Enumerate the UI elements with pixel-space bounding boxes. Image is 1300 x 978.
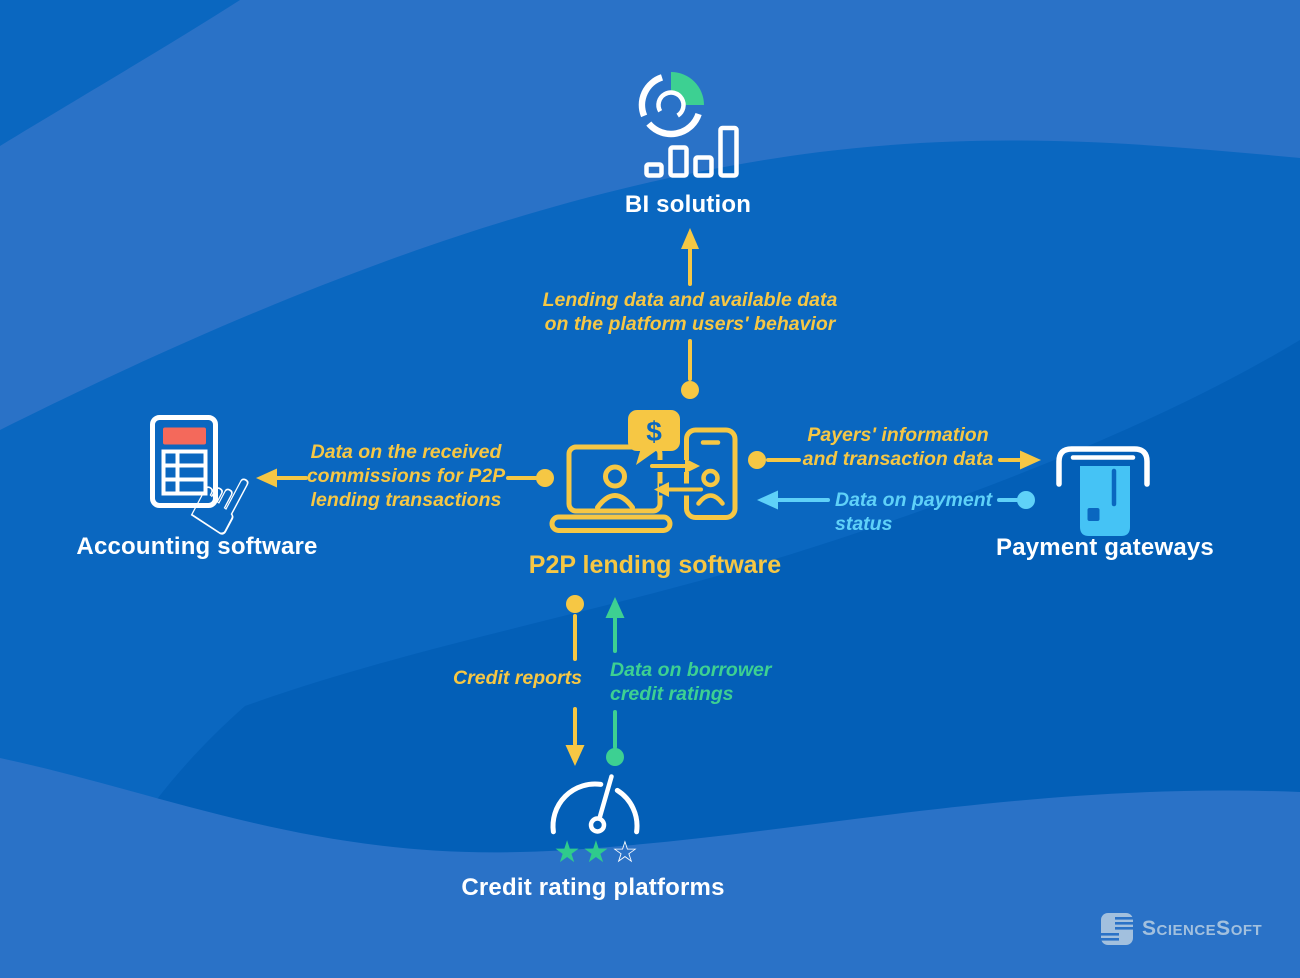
bi-solution-label: BI solution <box>624 191 752 218</box>
edge-label-borrower-ratings: Data on borrower credit ratings <box>610 659 772 706</box>
calculator-screen <box>163 427 206 445</box>
payment-terminal-icon <box>1056 446 1150 536</box>
gauge-needle <box>597 774 614 819</box>
phone-user-icon <box>701 468 720 488</box>
rating-stars-icon: ★★☆ <box>547 838 647 868</box>
edge-label-lending-data: Lending data and available data on the p… <box>542 289 838 336</box>
bank-card-icon <box>1080 466 1130 536</box>
arrow-payment-to-p2p <box>757 490 1035 510</box>
gauge-pivot <box>588 816 607 834</box>
arrow-credit-to-p2p <box>605 597 625 766</box>
exchange-arrows-icon <box>650 458 703 497</box>
edge-label-credit-reports: Credit reports <box>453 667 582 689</box>
laptop-user-shoulders <box>595 493 635 510</box>
background-wave-top <box>0 0 1300 430</box>
background-wave-bottom <box>0 758 1300 978</box>
arrow-p2p-to-credit <box>565 595 585 766</box>
accounting-software-label: Accounting software <box>76 533 318 560</box>
star-filled-icon: ★ <box>582 835 612 870</box>
arrow-p2p-to-accounting <box>256 468 554 488</box>
edge-label-payers-information: Payers' information and transaction data <box>802 424 994 471</box>
p2p-lending-software-label: P2P lending software <box>528 551 782 579</box>
edge-label-commissions: Data on the received commissions for P2P… <box>306 441 506 512</box>
star-empty-icon: ☆ <box>611 835 641 870</box>
arrow-p2p-to-payment <box>748 450 1041 470</box>
phone-icon <box>684 427 738 520</box>
gauge-icon <box>550 774 640 835</box>
arrow-p2p-to-bi <box>681 228 699 399</box>
card-chip <box>1087 508 1100 521</box>
star-filled-icon: ★ <box>553 835 583 870</box>
calculator-keys <box>161 449 208 496</box>
laptop-icon <box>566 444 663 514</box>
donut-chart-icon <box>638 72 704 138</box>
p2p-devices-exchange-icon: $ <box>549 410 738 533</box>
laptop-base <box>549 514 673 533</box>
credit-rating-platforms-label: Credit rating platforms <box>461 874 725 901</box>
phone-user-shoulders <box>696 493 725 506</box>
bi-chart-icon <box>638 72 739 178</box>
sciencesoft-logo: ScienceSoft <box>1100 912 1262 946</box>
dollar-bubble-icon: $ <box>628 410 680 465</box>
laptop-user-icon <box>603 464 627 489</box>
edge-label-payment-status: Data on payment status <box>835 489 993 536</box>
sciencesoft-logo-text: ScienceSoft <box>1142 917 1263 940</box>
card-slot-icon <box>1056 446 1150 487</box>
background-corner-accent <box>0 0 240 146</box>
bar-chart-icon <box>644 125 739 178</box>
sciencesoft-logo-mark-icon <box>1101 913 1133 945</box>
dollar-sign: $ <box>646 416 662 447</box>
payment-gateways-label: Payment gateways <box>996 534 1214 561</box>
